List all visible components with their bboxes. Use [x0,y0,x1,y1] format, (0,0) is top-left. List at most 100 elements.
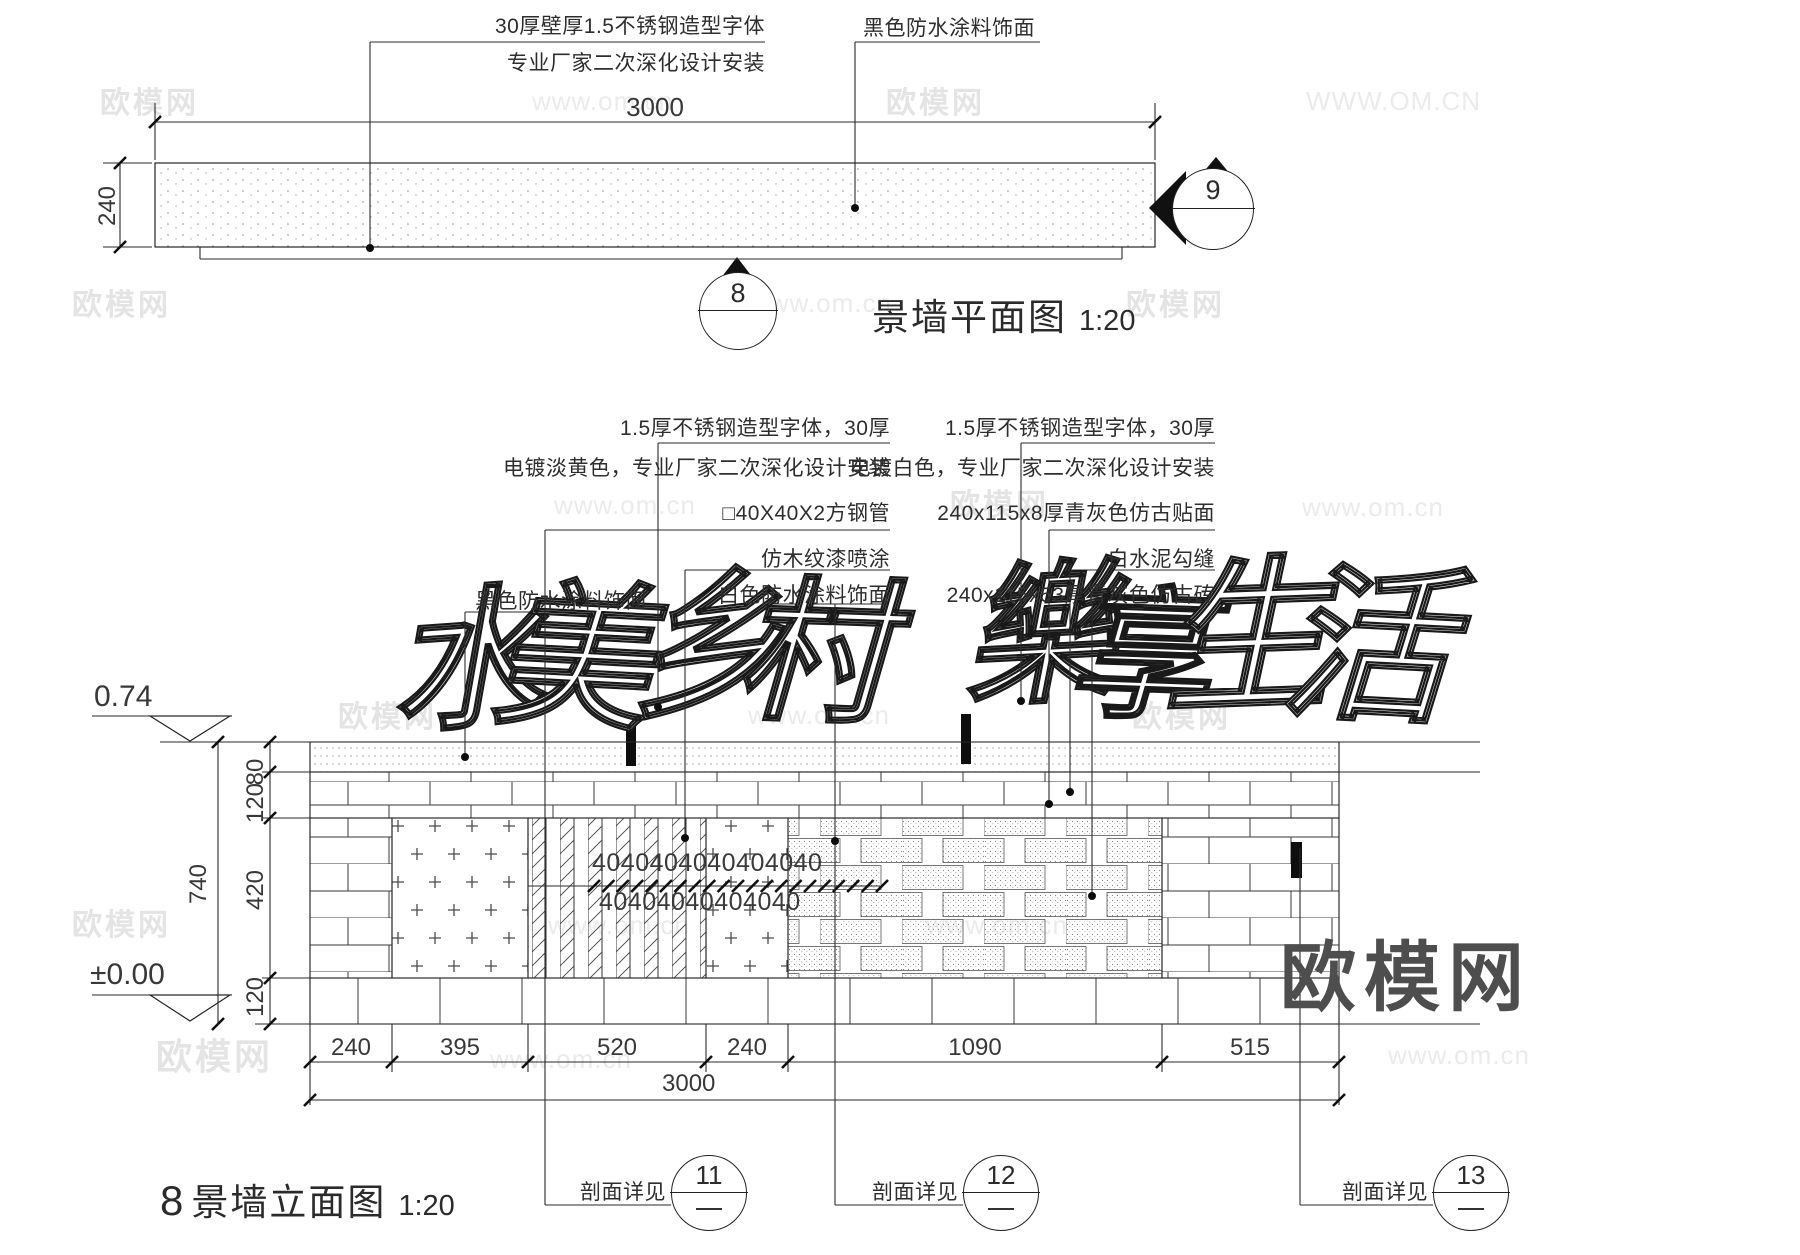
callout-chord-11 [670,1192,748,1193]
level-value-top: 0.74 [94,680,153,713]
elev-note-right-5: 240x115x53厚青灰色仿古砖 [946,584,1215,607]
leader-dot [851,204,859,212]
elev-note-right-2: 电镀白色，专业厂家二次深化设计安装 [849,457,1215,480]
watermark-logo: 欧模网 [72,909,171,942]
dim-tick [846,879,861,893]
plan-view [154,162,1156,248]
section-marker-9: 9 [1171,168,1255,250]
dim-tick [781,1055,795,1069]
dim-tick [644,879,659,893]
dim-tick [673,879,688,893]
dim-tick [113,240,127,254]
watermark-logo: 欧模网 [1126,289,1225,322]
callout-dash-12 [988,1208,1014,1210]
slat-dim-row-top: 4040404040404040 [592,849,823,877]
section-marker-8: 8 [698,272,778,350]
callout-number-13: 13 [1456,1160,1486,1190]
elev-note-left-3: □40X40X2方钢管 [722,502,890,525]
callout-label-11: 剖面详见 [580,1181,666,1204]
dim-tick [659,879,673,893]
dim-tick [687,879,702,893]
watermark-logo-dark: 欧模网 [1280,936,1532,1021]
dim-tick [263,971,277,985]
dimension-ticks [113,115,1346,1107]
plan-dim-3000: 3000 [626,92,684,122]
plan-title-text: 景墙平面图 [872,297,1067,338]
elev-note-left-4: 仿木纹漆喷涂 [761,548,890,571]
steel-tube-bar-2 [961,714,971,764]
dim-tick [875,879,889,893]
elev-hdim-label: 240 [330,1034,372,1061]
dim-tick [615,879,630,893]
dim-tick [385,1055,399,1069]
elev-vdim-label: 420 [242,869,269,911]
elev-hdim-label: 395 [439,1034,481,1061]
elev-note-black-coating: 黑色防水涂料饰面 [475,590,647,613]
leader-dots [366,204,1096,900]
callout-dash-11 [696,1208,722,1210]
dim-tick [148,115,162,129]
watermark-logo: 欧模网 [156,1036,274,1077]
watermark-logo: www.om.cn [1388,1040,1530,1070]
callout-chord-13 [1432,1192,1510,1193]
section-marker-9-number: 9 [1205,175,1221,205]
dim-tick [211,1017,225,1031]
callout-dash-13 [1458,1208,1484,1210]
watermark-logo: www.om.cn [554,490,696,520]
panel-brick-lattice [787,817,1163,979]
dim-tick [788,879,803,893]
dim-tick [211,735,225,749]
watermark-logo: 欧模网 [1132,701,1231,734]
elevation-top-band [309,741,1340,773]
dim-tick [587,879,601,893]
callout-number-12: 12 [986,1160,1016,1190]
dim-tick [774,879,789,893]
section-marker-8-chord [698,310,778,311]
watermark-logo: 欧模网 [100,87,199,120]
section-marker-9-chord [1171,208,1255,209]
watermark-logo: 欧模网 [950,489,1049,522]
callout-bubble-12: 12 [962,1155,1040,1231]
watermark-logo: 欧模网 [886,87,985,120]
callout-bubble-13: 13 [1432,1155,1510,1231]
steel-tube-bar-3 [1291,842,1302,878]
callout-label-13: 剖面详见 [1342,1181,1428,1204]
dim-tick [263,735,277,749]
elev-vdim-label: 120 [242,782,269,824]
elev-note-left-5: 白色防水涂料饰面 [718,584,890,607]
dim-tick [759,879,774,893]
elev-hdim-label: 515 [1229,1034,1271,1061]
leader-lines [369,42,1301,1205]
leader-dot [1088,892,1096,900]
elev-vdim-label: 120 [242,976,269,1018]
leader-dot [1045,800,1053,808]
dim-tick [817,879,832,893]
dim-tick [601,879,616,893]
elev-note-left-1: 1.5厚不锈钢造型字体，30厚 [619,417,890,440]
watermark-logo: www.om.cn [532,86,674,116]
elev-vdim-total: 740 [185,863,212,905]
elev-note-left-2: 电镀淡黄色，专业厂家二次深化设计安装 [503,457,890,480]
dim-tick [731,879,745,893]
watermark-logo: www.om.cn [748,700,890,730]
elevation-title-text: 景墙立面图 [191,1182,387,1223]
plan-note-steel-letters-line1: 30厚壁厚1.5不锈钢造型字体 [494,15,765,38]
dim-tick [803,879,817,893]
leader-dot [1066,788,1074,796]
callout-number-11: 11 [695,1160,723,1190]
watermark-logo: 欧模网 [72,289,171,322]
dim-tick [745,879,760,893]
dim-tick [303,1055,317,1069]
plan-note-black-coating: 黑色防水涂料饰面 [863,17,1035,40]
dim-tick [521,1055,535,1069]
dim-tick [1155,1055,1169,1069]
leader-dot [831,837,839,845]
callout-label-12: 剖面详见 [872,1181,958,1204]
dim-tick [263,1017,277,1031]
panel-plaster-left [391,817,529,979]
dim-tick [699,1055,713,1069]
